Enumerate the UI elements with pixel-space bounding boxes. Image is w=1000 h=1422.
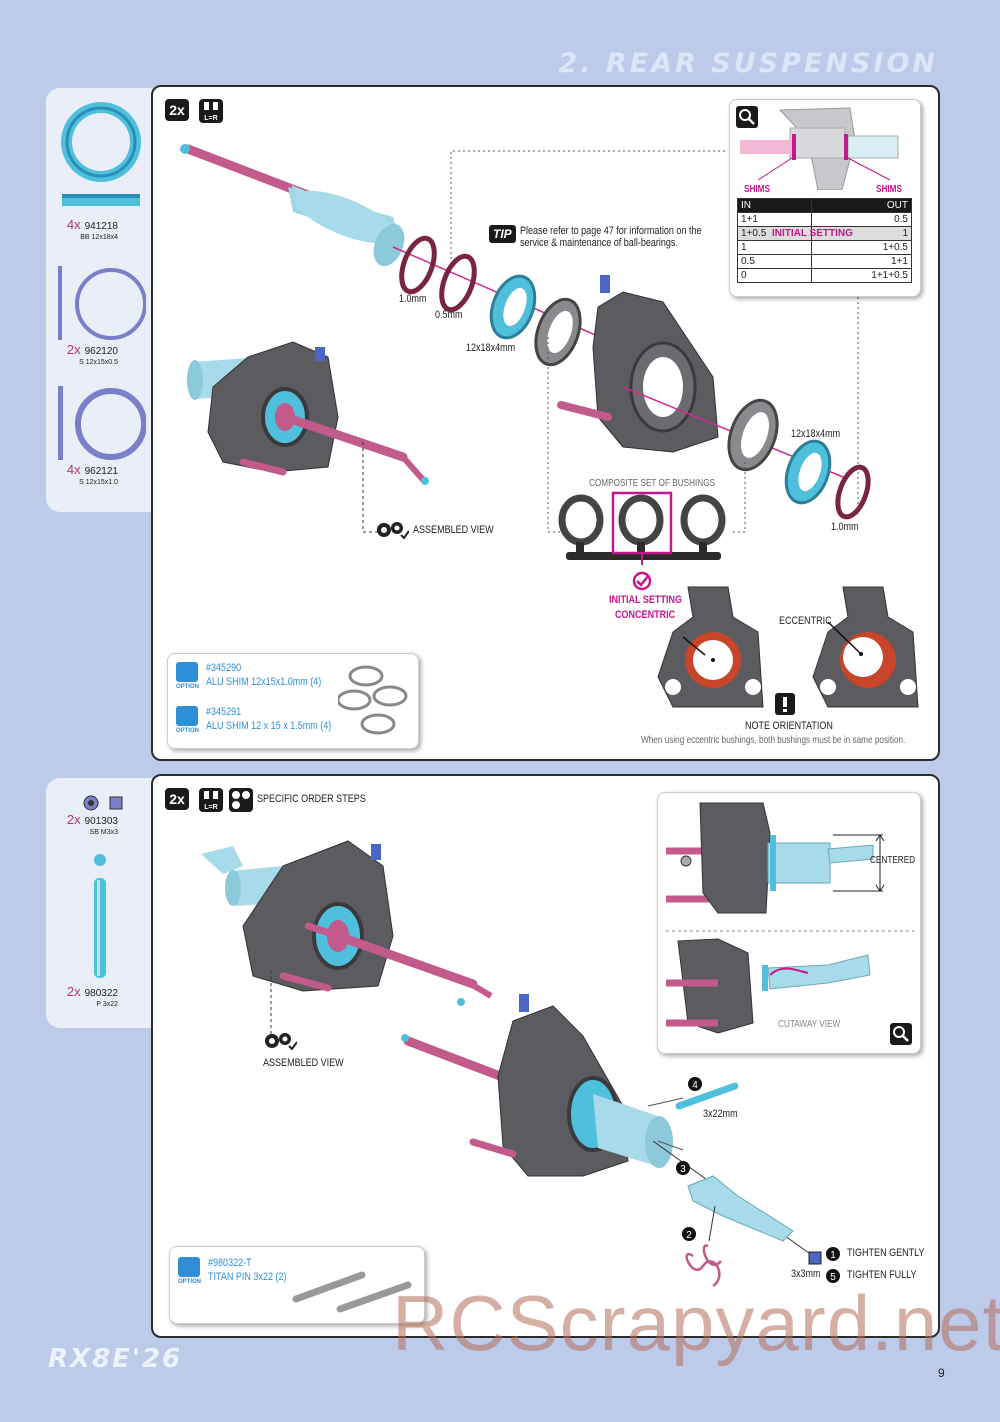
- bearing-right-label: 12x18x4mm: [791, 428, 841, 440]
- shim-icon: [58, 266, 146, 340]
- step-5-marker: 5: [830, 1272, 836, 1283]
- shims-left-label: SHIMS: [744, 184, 770, 195]
- note-orientation-label: NOTE ORIENTATION: [745, 720, 833, 732]
- thumbs-up-icon: [176, 706, 198, 726]
- screw-size-label: 3x3mm: [791, 1268, 821, 1280]
- rear-upright: [557, 275, 719, 453]
- assembled-view-icon: [377, 522, 410, 540]
- step-panel-1: 2x L=R: [151, 85, 940, 761]
- magnifier-icon: [890, 1023, 912, 1045]
- tip-box: TIP Please refer to page 47 for informat…: [489, 225, 741, 249]
- titan-pin-illustration: [292, 1271, 412, 1313]
- bearing-left-label: 12x18x4mm: [466, 342, 516, 354]
- concentric-label: CONCENTRIC: [615, 609, 676, 621]
- option-number: #980322-T: [208, 1257, 252, 1269]
- left-right-icon: L=R: [199, 99, 223, 123]
- option-label: OPTION: [176, 728, 200, 734]
- order-steps-title: SPECIFIC ORDER STEPS: [257, 793, 366, 805]
- composite-bushing-set: [558, 491, 726, 591]
- concentric-hub: [657, 586, 764, 708]
- alu-shim-illustration: [338, 665, 408, 735]
- option-desc: ALU SHIM 12x15x1.0mm (4): [206, 676, 322, 688]
- installation-illustration: 4 3 2 1 5: [201, 840, 840, 1288]
- order-steps-icon: [229, 788, 253, 812]
- note-text: When using eccentric bushings, both bush…: [641, 735, 906, 746]
- option-number: #345290: [206, 662, 242, 674]
- section-title: 2. REAR SUSPENSION: [558, 48, 938, 79]
- eccentric-label: ECCENTRIC: [779, 615, 832, 627]
- shim-05mm-label: 0.5mm: [435, 309, 463, 321]
- tighten-fully-label: TIGHTEN FULLY: [847, 1269, 917, 1281]
- cutaway-view-label: CUTAWAY VIEW: [778, 1019, 841, 1030]
- option-box-2: OPTION #980322-T TITAN PIN 3x22 (2): [169, 1246, 425, 1324]
- watermark: RCScrapyard.net: [392, 1279, 1000, 1367]
- shim-1mm-label: 1.0mm: [399, 293, 427, 305]
- quantity-badge: 2x: [165, 788, 189, 810]
- eccentric-hub: [812, 586, 919, 708]
- tip-text-line1: Please refer to page 47 for information …: [520, 225, 702, 237]
- option-box-1: OPTION #345290 ALU SHIM 12x15x1.0mm (4) …: [167, 653, 419, 749]
- brand-logo: RX8E'26: [48, 1344, 183, 1374]
- tip-badge: TIP: [489, 225, 516, 243]
- rear-upright-exploded: [401, 994, 814, 1257]
- shim-right-label: 1.0mm: [831, 521, 859, 533]
- option-desc: TITAN PIN 3x22 (2): [208, 1271, 287, 1283]
- tip-text-line2: service & maintenance of ball-bearings.: [520, 237, 679, 249]
- option-desc: ALU SHIM 12 x 15 x 1.5mm (4): [206, 720, 332, 732]
- step-1-marker: 1: [830, 1250, 836, 1261]
- assembled-view-label: ASSEMBLED VIEW: [263, 1030, 361, 1069]
- initial-setting-label: INITIAL SETTING: [609, 594, 683, 606]
- shims-right-label: SHIMS: [876, 184, 902, 195]
- screw-icon: [83, 795, 123, 811]
- page-number: 9: [938, 1366, 945, 1380]
- pin-icon: [94, 854, 106, 978]
- thumbs-up-icon: [178, 1257, 200, 1277]
- thumbs-up-icon: [176, 662, 198, 682]
- step-4-marker: 4: [692, 1080, 698, 1091]
- shim-icon: [58, 386, 146, 460]
- assembled-view-label: ASSEMBLED VIEW: [375, 519, 512, 541]
- quantity-badge: 2x: [165, 99, 189, 121]
- composite-set-label: COMPOSITE SET OF BUSHINGS: [589, 478, 716, 489]
- centered-label: CENTERED: [870, 855, 916, 866]
- pin-size-label: 3x22mm: [703, 1108, 738, 1120]
- option-label: OPTION: [176, 684, 200, 690]
- step-3-marker: 3: [680, 1164, 686, 1175]
- axle-tube: [291, 185, 405, 267]
- magnifier-icon: [736, 106, 758, 128]
- detail-view-box: CENTERED CUTAWAY VIEW: [657, 792, 921, 1054]
- col-in: IN: [737, 198, 812, 213]
- shim-closeup-illustration: [740, 107, 899, 190]
- assembled-view-icon: [265, 1033, 298, 1051]
- exploded-hub-illustration: [180, 144, 919, 715]
- col-out: OUT: [810, 198, 913, 213]
- centered-detail-illustration: [666, 802, 914, 1034]
- assembled-hub: [187, 341, 429, 533]
- step-2-marker: 2: [686, 1230, 692, 1241]
- option-number: #345291: [206, 706, 242, 718]
- step-panel-2: 2x L=R SPECIFIC ORDER STEPS: [151, 774, 940, 1338]
- assembled-hub: [201, 840, 493, 1040]
- option-label: OPTION: [178, 1279, 202, 1285]
- tighten-gently-label: TIGHTEN GENTLY: [847, 1247, 925, 1259]
- left-right-icon: L=R: [199, 788, 223, 812]
- bearing-icon: [61, 102, 141, 206]
